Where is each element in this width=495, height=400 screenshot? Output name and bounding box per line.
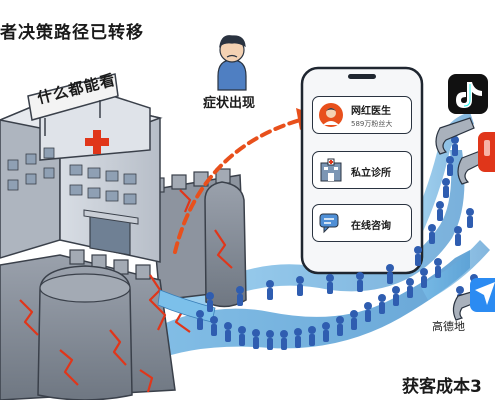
person-figure	[428, 224, 436, 244]
person-figure	[436, 201, 444, 221]
person-figure	[466, 208, 474, 228]
person-figure	[280, 330, 288, 350]
front-battlements	[69, 249, 151, 280]
red-app-icon	[478, 132, 495, 172]
person-figure	[451, 136, 459, 156]
person-figure	[356, 272, 364, 292]
chat-bubble-icon	[319, 213, 339, 234]
people-stream	[196, 136, 478, 350]
hospital-cross	[85, 130, 109, 154]
hospital-windows	[7, 147, 137, 205]
person-figure	[350, 310, 358, 330]
card-title: 网红医生	[351, 106, 391, 117]
symptom-label: 症状出现	[203, 96, 256, 111]
maps-app-icon	[470, 278, 495, 312]
person-figure	[210, 316, 218, 336]
person-figure	[206, 292, 214, 312]
maps-app-label: 高德地	[432, 320, 465, 333]
phone-card-influencer-doctor[interactable]: 网红医生 589万粉丝大	[312, 96, 412, 134]
card-subtitle: 589万粉丝大	[351, 120, 393, 128]
person-figure	[196, 310, 204, 330]
doctor-avatar-icon	[319, 103, 343, 127]
person-figure	[266, 330, 274, 350]
acquisition-cost-label: 获客成本3	[402, 377, 482, 397]
headline: 者决策路径已转移	[0, 23, 144, 43]
person-figure	[238, 326, 246, 346]
sick-person-icon	[217, 35, 247, 91]
person-figure	[252, 329, 260, 349]
person-figure	[224, 322, 232, 342]
person-figure	[414, 246, 422, 266]
water-top-branch	[410, 112, 474, 238]
person-figure	[364, 302, 372, 322]
clinic-building-icon	[320, 158, 342, 182]
tiktok-icon	[448, 74, 488, 114]
card-title: 私立诊所	[351, 168, 391, 179]
person-figure	[296, 276, 304, 296]
person-figure	[420, 268, 428, 288]
person-figure	[266, 280, 274, 300]
person-figure	[392, 286, 400, 306]
card-title: 在线咨询	[351, 221, 391, 232]
wall-cracks	[19, 189, 233, 393]
person-figure	[236, 286, 244, 306]
migration-arrow	[173, 118, 302, 254]
water-right-branch	[420, 240, 490, 300]
person-figure	[308, 326, 316, 346]
person-figure	[446, 156, 454, 176]
person-figure	[442, 178, 450, 198]
person-figure	[326, 274, 334, 294]
person-figure	[386, 264, 394, 284]
person-figure	[322, 322, 330, 342]
person-figure	[406, 278, 414, 298]
person-figure	[454, 226, 462, 246]
person-figure	[378, 294, 386, 314]
person-figure	[434, 258, 442, 278]
person-figure	[294, 328, 302, 348]
phone-card-online-consult[interactable]: 在线咨询	[312, 204, 412, 242]
person-figure	[336, 316, 344, 336]
phone-card-private-clinic[interactable]: 私立诊所	[312, 151, 412, 189]
